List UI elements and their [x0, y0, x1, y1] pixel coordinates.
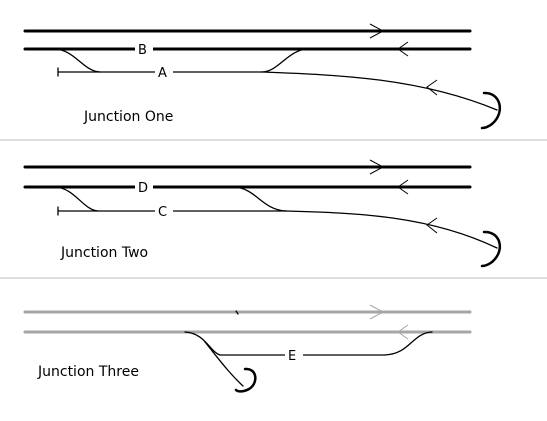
return-loop — [234, 367, 257, 393]
direction-arrow-east — [369, 159, 385, 175]
signal-mark — [235, 310, 239, 315]
track-label-b: B — [138, 43, 147, 58]
direction-arrow-west — [397, 179, 409, 195]
direction-arrow-west-branch — [426, 79, 438, 96]
direction-arrow-west — [397, 41, 409, 57]
direction-arrow-west — [397, 324, 409, 340]
branch-curve — [261, 71, 498, 111]
direction-arrow-east — [369, 23, 385, 39]
track-label-c: C — [158, 205, 167, 220]
crossover-left — [54, 48, 101, 73]
crossover-left — [184, 331, 221, 356]
crossover-left — [54, 186, 99, 212]
crossover-right — [261, 48, 309, 73]
branch-curve — [204, 341, 244, 387]
track-label-d: D — [138, 181, 148, 196]
junction-title: Junction One — [83, 109, 173, 125]
junction-title: Junction Three — [37, 364, 139, 380]
direction-arrow-west-branch — [426, 217, 438, 234]
branch-curve — [285, 210, 498, 249]
direction-arrow-east — [369, 304, 385, 320]
junction-one: B A Junction One — [23, 23, 502, 130]
track-label-a: A — [158, 66, 167, 81]
junction-title: Junction Two — [60, 245, 148, 261]
return-loop — [480, 230, 502, 268]
crossover-right — [384, 331, 433, 356]
return-loop — [480, 91, 502, 130]
track-label-e: E — [288, 349, 296, 364]
junction-two: D C Junction Two — [23, 159, 502, 268]
junction-three: E Junction Three — [23, 304, 472, 393]
crossover-right — [233, 186, 287, 212]
